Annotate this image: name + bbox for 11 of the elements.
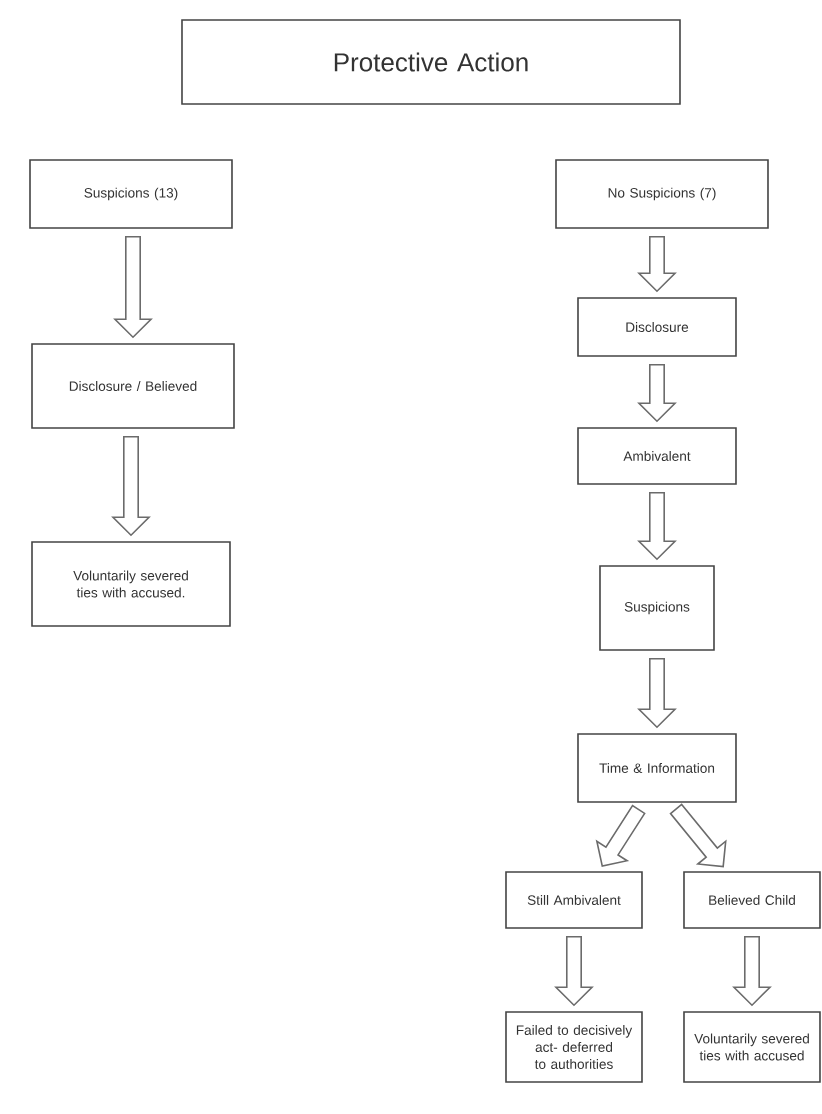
block-arrow [669,803,727,868]
block-arrow [732,936,772,1007]
title-box: Protective Action [181,19,681,105]
block-arrow [637,364,677,423]
block-arrow [637,658,677,729]
block-arrow [637,236,677,293]
block-arrow [595,804,646,868]
block-arrow [111,436,151,537]
block-arrow [554,936,594,1007]
block-arrow [637,492,677,561]
block-arrow [113,236,153,339]
